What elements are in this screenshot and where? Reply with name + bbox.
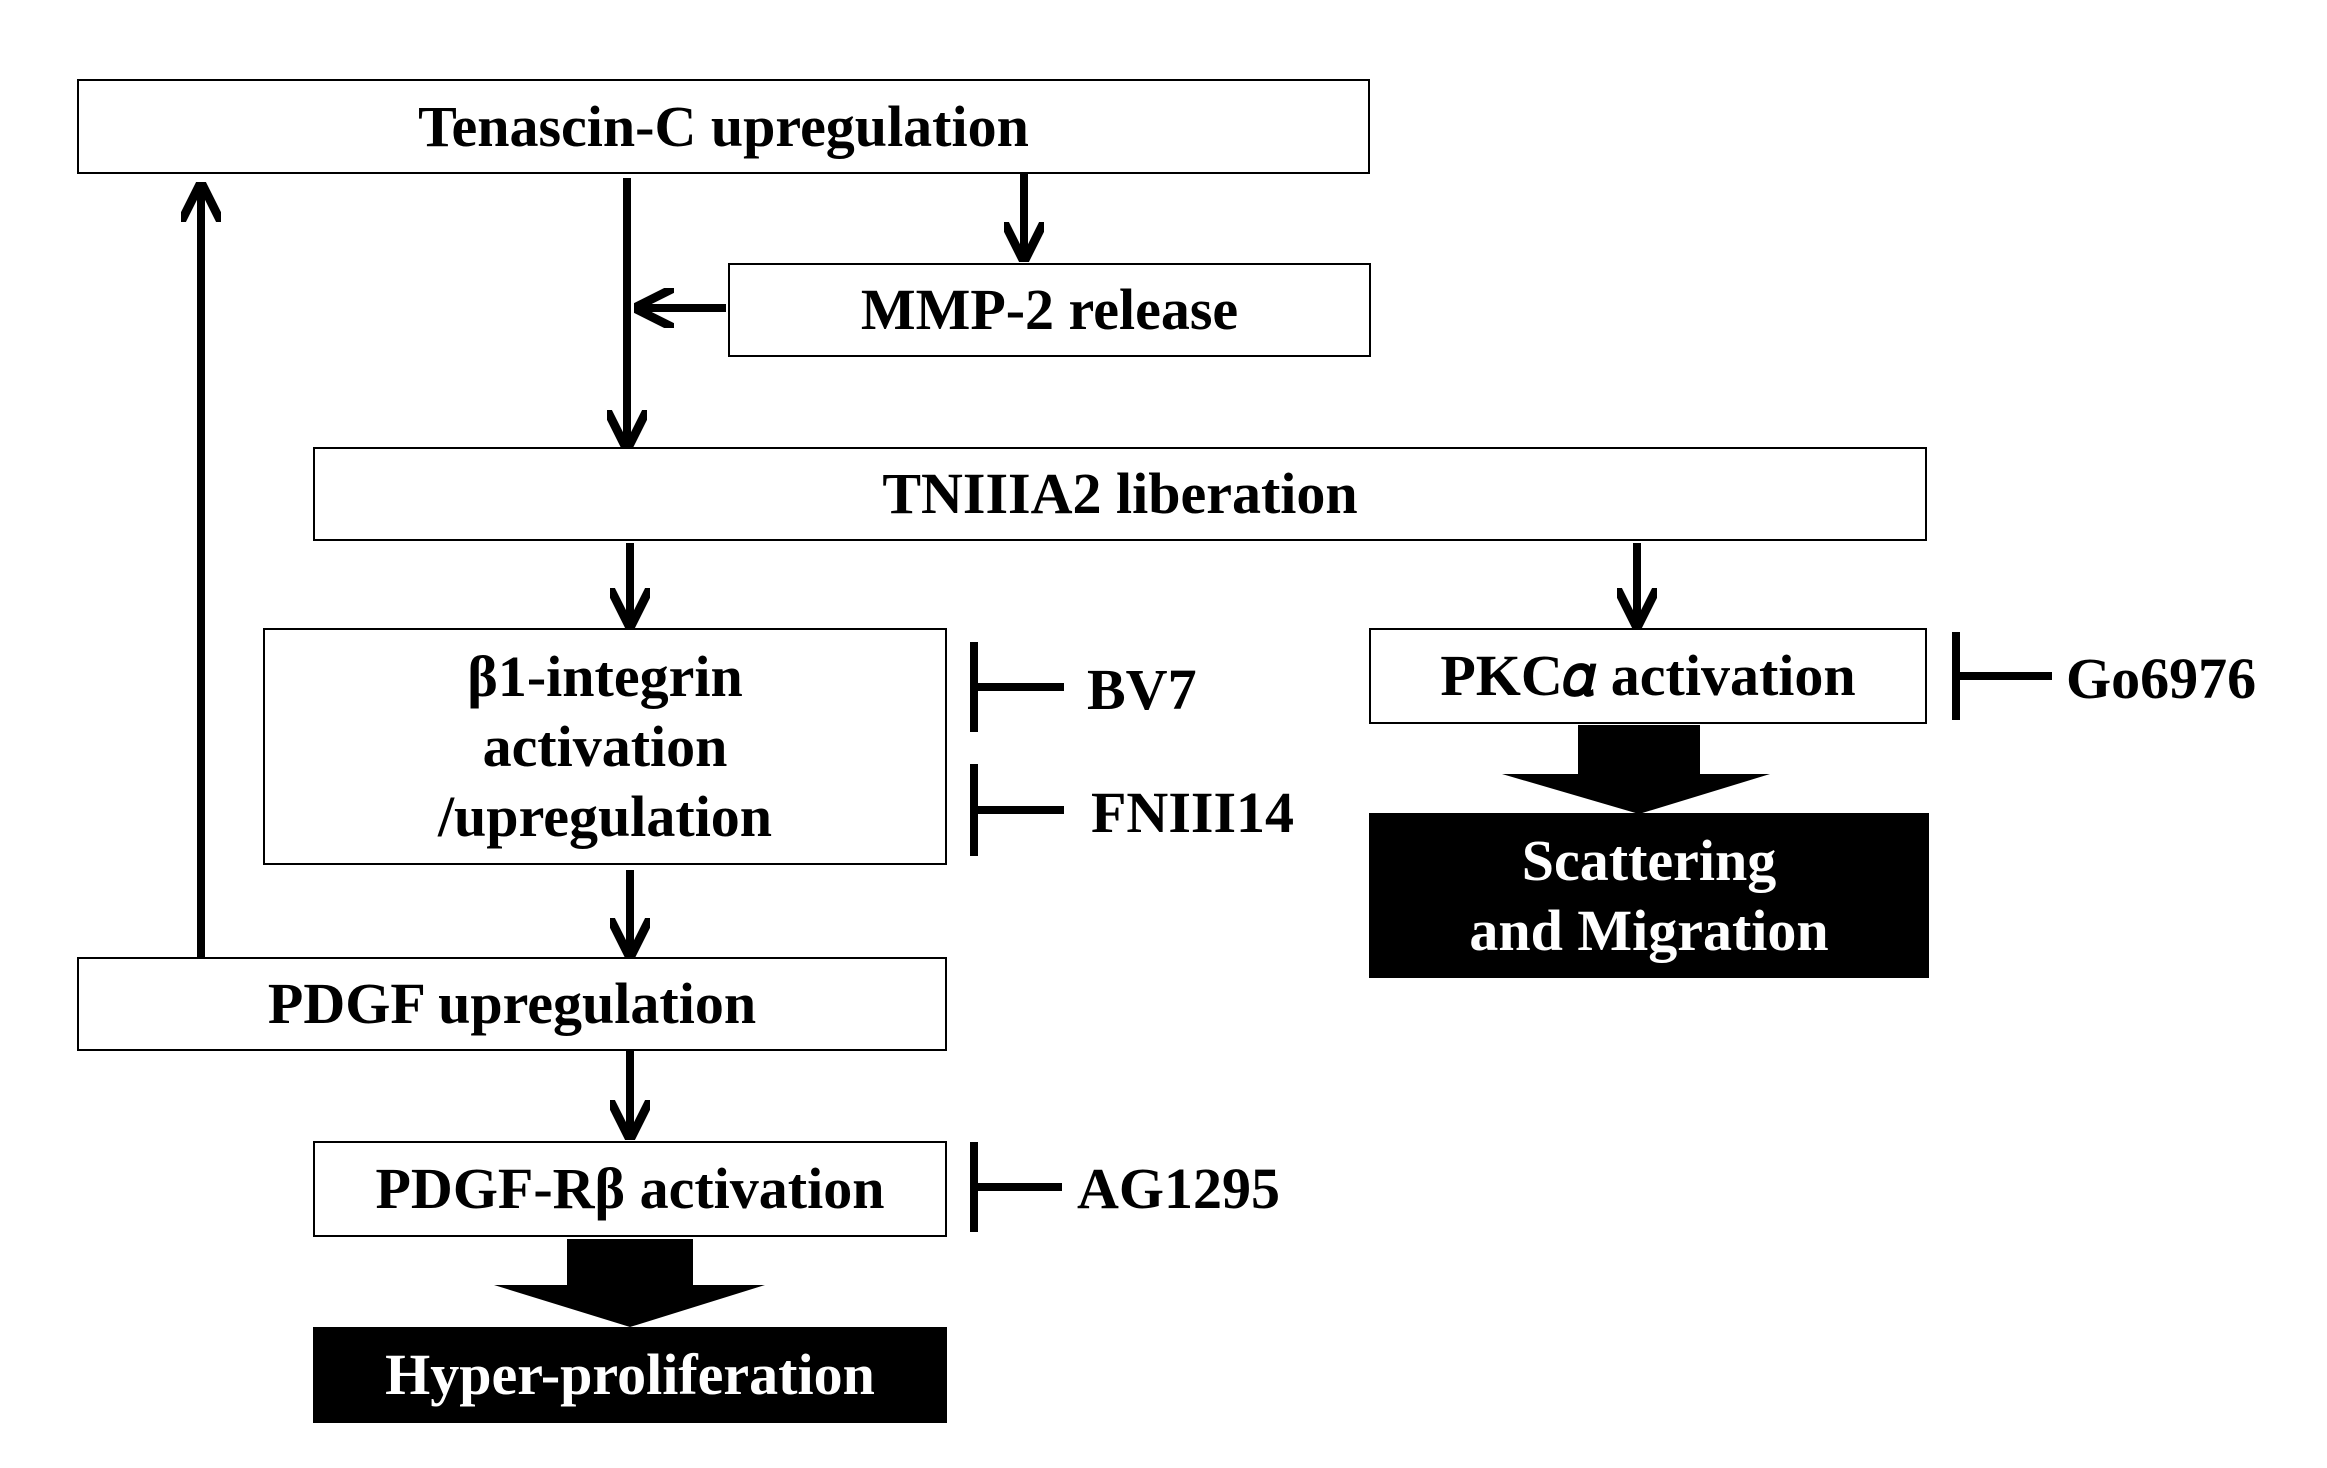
node-label-line3: /upregulation bbox=[437, 783, 773, 849]
inhibition-bar-fniii14 bbox=[970, 764, 1064, 856]
block-arrow-to-hyper-proliferation bbox=[494, 1239, 765, 1327]
inhibition-bar-ag1295 bbox=[970, 1142, 1062, 1232]
node-label: MMP-2 release bbox=[860, 277, 1239, 342]
inhibition-bar-bv7 bbox=[970, 642, 1064, 732]
inhibitor-bv7: BV7 bbox=[1087, 657, 1197, 722]
node-label: PDGF upregulation bbox=[267, 971, 757, 1036]
node-pdgf-upregulation: PDGF upregulation bbox=[77, 957, 947, 1051]
node-label: TNIIIA2 liberation bbox=[882, 461, 1358, 526]
node-pdgf-rbeta-activation: PDGF-Rβ activation bbox=[313, 1141, 947, 1237]
node-label-line1: β1-integrin bbox=[467, 643, 743, 709]
inhibitor-ag1295: AG1295 bbox=[1077, 1156, 1280, 1221]
node-hyper-proliferation: Hyper-proliferation bbox=[313, 1327, 947, 1423]
node-label-line2: and Migration bbox=[1469, 897, 1829, 963]
inhibitor-go6976: Go6976 bbox=[2066, 646, 2257, 711]
node-label: PKC𝛼 activation bbox=[1440, 643, 1856, 708]
node-label-line2: activation bbox=[482, 713, 728, 779]
node-label: PDGF-Rβ activation bbox=[375, 1156, 885, 1221]
node-label: Tenascin-C upregulation bbox=[418, 93, 1029, 159]
node-tenascin-c-upregulation: Tenascin-C upregulation bbox=[77, 79, 1370, 174]
inhibitor-fniii14: FNIII14 bbox=[1091, 780, 1295, 845]
node-tniiia2-liberation: TNIIIA2 liberation bbox=[313, 447, 1927, 541]
node-mmp2-release: MMP-2 release bbox=[728, 263, 1371, 357]
node-label: Hyper-proliferation bbox=[385, 1342, 875, 1407]
node-beta1-integrin-activation: β1-integrin activation /upregulation bbox=[263, 628, 947, 865]
node-scattering-and-migration: Scattering and Migration bbox=[1369, 813, 1929, 978]
block-arrow-to-scattering bbox=[1502, 725, 1770, 814]
node-label-line1: Scattering bbox=[1521, 827, 1777, 893]
inhibition-bar-go6976 bbox=[1952, 632, 2052, 720]
node-pkca-activation: PKC𝛼 activation bbox=[1369, 628, 1927, 724]
